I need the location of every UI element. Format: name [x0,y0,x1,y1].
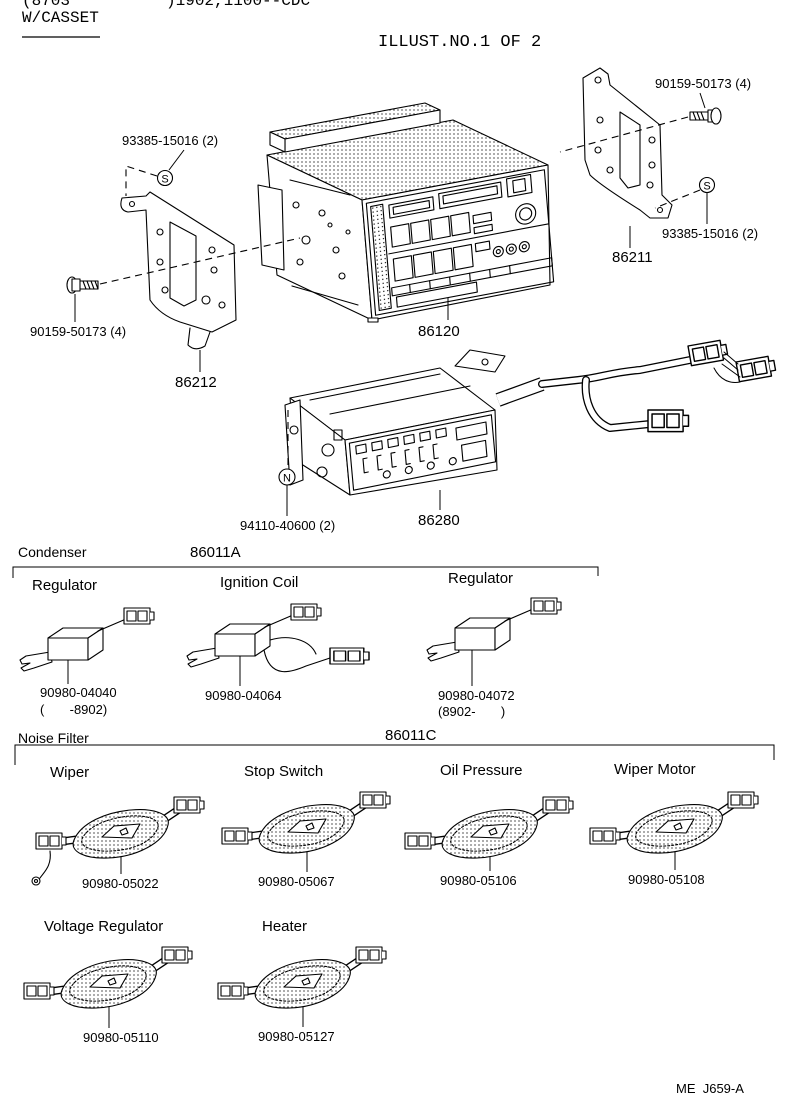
amplifier-front-panel [348,414,497,491]
noise-filter-part-number: 90980-05108 [628,872,705,887]
noise-filter-wiper [31,797,204,886]
noise-filter-item-name: Wiper [50,764,89,781]
condenser-code: 86011A [190,544,241,561]
condenser-part-number: 90980-04064 [205,688,282,703]
drawing-reference-code: ME J659-A [676,1081,744,1096]
condenser-regulator-early [20,608,154,671]
radio-part-number: 86120 [418,323,460,340]
right-screw-guide-line [559,116,689,153]
noise-filter-part-number: 90980-05127 [258,1029,335,1044]
noise-filter-oil-pressure [405,797,573,858]
left-clip-marker [156,169,174,187]
right-clip-part-number: 93385-15016 (2) [662,226,758,241]
harness-connector-upper-a [687,338,730,367]
noise-filter-title: Noise Filter [18,730,89,746]
condenser-item-name: Regulator [32,577,97,594]
noise-filter-wiper-motor [590,792,758,853]
header-cut-line: (8703 )1902,1100--CDC [22,0,310,10]
noise-filter-item-name: Oil Pressure [440,762,523,779]
left-clip-leader [168,149,185,171]
left-screw [66,276,99,294]
condenser-item-name: Regulator [448,570,513,587]
left-bracket [120,191,237,350]
right-screw-leader [699,92,706,109]
right-clip-marker-letter: S [703,181,710,193]
right-screw-part-number: 90159-50173 (4) [655,76,751,91]
condenser-regulator-late [427,598,561,661]
condenser-title: Condenser [18,544,87,560]
noise-filter-stop-switch [222,792,390,853]
left-screw-guide-line [99,237,301,285]
noise-filter-part-number: 90980-05106 [440,873,517,888]
left-clip-guide-line [125,165,158,196]
noise-filter-item-name: Voltage Regulator [44,918,163,935]
right-clip-guide-line [654,189,701,209]
condenser-item-name: Ignition Coil [220,574,298,591]
left-bracket-part-number: 86212 [175,374,217,391]
condenser-part-number: 90980-04040 [40,685,117,700]
right-screw [689,107,722,125]
variant-label: W/CASSET [22,9,99,27]
noise-filter-part-number: 90980-05110 [83,1030,159,1045]
noise-filter-code: 86011C [385,727,437,744]
illustration-number: ILLUST.NO.1 OF 2 [378,33,541,52]
condenser-group-bracket [12,566,599,578]
noise-filter-item-name: Heater [262,918,307,935]
harness-connector-lower [647,409,690,433]
noise-filter-voltage-regulator [24,947,192,1008]
condenser-ignition-coil [187,604,370,673]
right-bracket-part-number: 86211 [612,249,653,266]
right-bracket [582,67,673,219]
noise-filter-heater [218,947,386,1008]
left-clip-marker-letter: S [161,174,168,186]
noise-filter-item-name: Wiper Motor [614,761,696,778]
condenser-date-range: ( -8902) [40,702,107,717]
noise-filter-item-name: Stop Switch [244,763,323,780]
radio-front-panel [365,169,555,316]
amplifier [284,338,778,496]
nut-marker-letter: N [283,473,291,485]
noise-filter-part-number: 90980-05067 [258,874,335,889]
left-clip-part-number: 93385-15016 (2) [122,133,218,148]
left-screw-part-number: 90159-50173 (4) [30,324,126,339]
noise-filter-group-bracket [14,744,775,765]
nut-part-number: 94110-40600 (2) [240,518,335,533]
amplifier-part-number: 86280 [418,512,460,529]
harness-connector-upper-b [735,354,778,383]
radio-receiver [257,102,555,323]
noise-filter-part-number: 90980-05022 [82,876,159,891]
condenser-date-range: (8902- ) [438,704,505,719]
condenser-part-number: 90980-04072 [438,688,515,703]
right-clip-marker [698,176,716,194]
